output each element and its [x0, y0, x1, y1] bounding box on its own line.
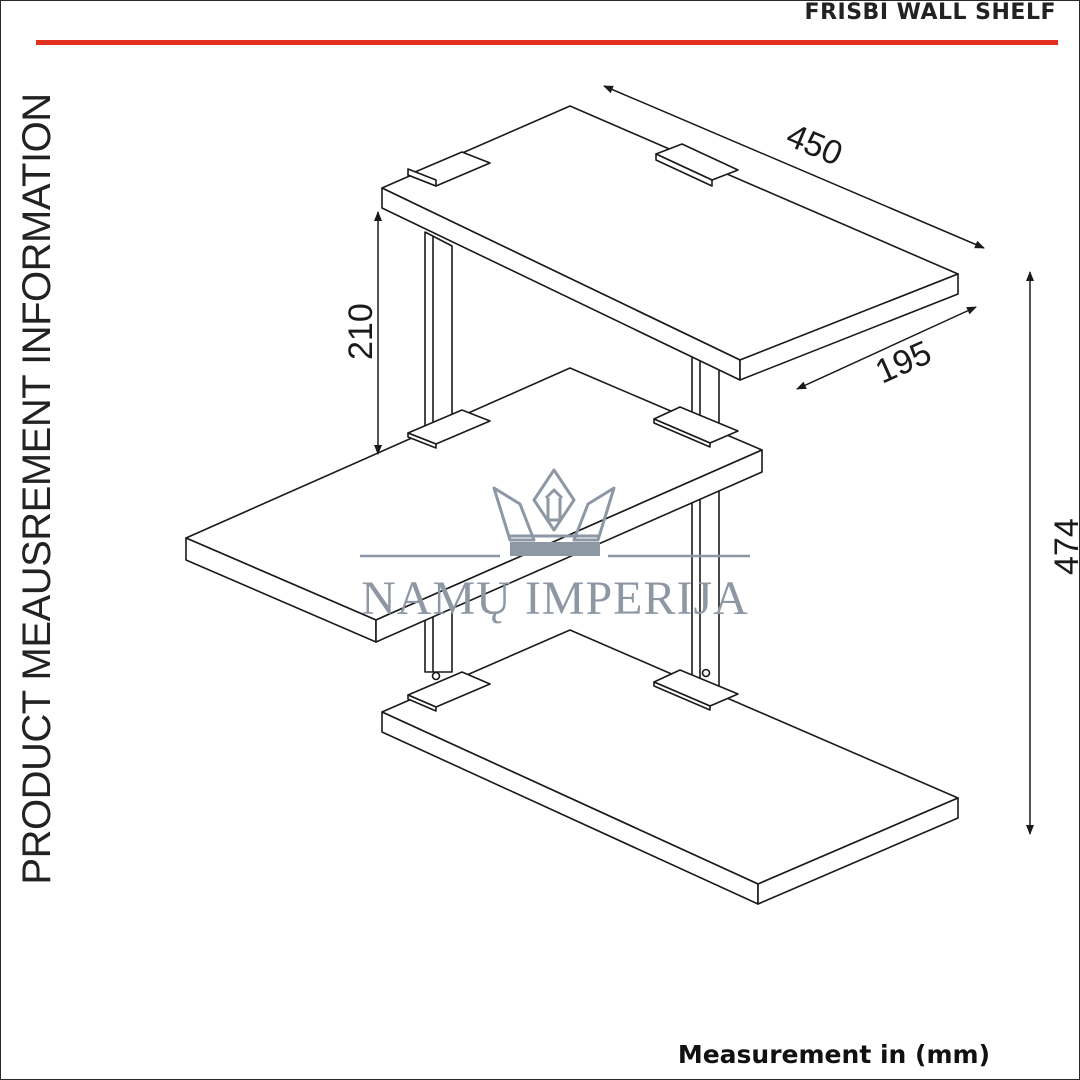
height-dimension-label: 474: [1048, 518, 1080, 575]
depth-dimension-line: [796, 306, 977, 390]
bottom-right-bracket: [653, 668, 739, 711]
watermark-text: NAMŲ IMPERIJA: [361, 572, 749, 625]
right-support-bar: [691, 349, 720, 691]
depth-dimension-label: 195: [870, 334, 937, 392]
top-shelf: [381, 105, 959, 381]
crown-logo-icon: [492, 468, 616, 556]
width-dimension-line: [603, 85, 985, 249]
bottom-shelf: [381, 629, 959, 905]
middle-right-bracket: [653, 406, 739, 448]
top-left-bracket: [407, 151, 491, 187]
product-title: FRİSBİ WALL SHELF: [804, 0, 1056, 25]
title-underline: [36, 40, 1058, 45]
spacing-dimension-label: 210: [342, 303, 380, 360]
middle-left-bracket: [407, 409, 491, 449]
bottom-left-bracket: [407, 671, 491, 712]
measurement-unit-note: Measurement in (mm): [677, 1040, 990, 1069]
watermark: NAMŲ IMPERIJA: [360, 468, 750, 625]
